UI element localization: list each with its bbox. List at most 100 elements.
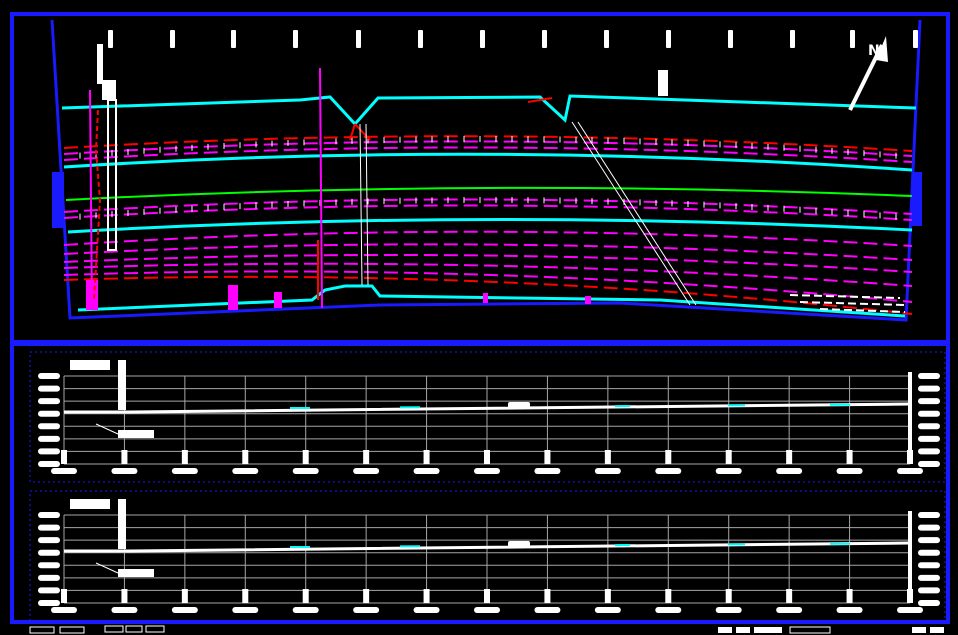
north-arrow-icon: N (848, 36, 888, 111)
profile-view (29, 351, 946, 483)
elevation-label-right (918, 410, 940, 417)
station-post (846, 450, 853, 464)
station-post (786, 589, 793, 603)
title-cell-8 (754, 627, 782, 633)
elevation-label-left (38, 448, 60, 455)
station-post (302, 450, 309, 464)
station-post (181, 589, 188, 603)
station-label (292, 468, 319, 474)
elevation-label-right (918, 385, 940, 392)
station-post (363, 450, 370, 464)
station-label (413, 468, 440, 474)
station-post (61, 450, 67, 464)
bottom-edge-line (77, 284, 906, 318)
profile-end-post (908, 372, 912, 464)
station-post (544, 589, 551, 603)
elevation-label-right (918, 448, 940, 455)
elevation-label-left (38, 524, 60, 531)
station-post (786, 450, 793, 464)
station-post (61, 589, 67, 603)
station-label (171, 468, 198, 474)
station-post (121, 589, 128, 603)
title-cell-10 (912, 627, 926, 633)
station-post (363, 589, 370, 603)
lane-dash-line (63, 140, 913, 157)
station-label (594, 468, 621, 474)
leader-line (95, 562, 119, 574)
title-cell-1 (29, 626, 55, 634)
sheet-marker (170, 30, 175, 48)
station-ticks (79, 136, 897, 220)
elevation-label-right (918, 574, 940, 581)
lane-dash-line (63, 275, 913, 315)
station-label (776, 468, 803, 474)
profile-grade-line (64, 541, 911, 553)
station-label (51, 607, 77, 613)
sheet-marker (604, 30, 609, 48)
sheet-marker (356, 30, 361, 48)
station-post (423, 450, 430, 464)
station-label (836, 607, 863, 613)
red-utility-vertical (93, 109, 102, 301)
magenta-block-1 (86, 280, 98, 310)
lane-dash-line (63, 243, 913, 261)
sheet-index-markers (108, 30, 918, 48)
elevation-label-left (38, 410, 60, 417)
elevation-label-left (38, 385, 60, 392)
magenta-block-5 (585, 296, 591, 304)
elevation-label-right (918, 587, 940, 594)
elevation-label-left (38, 435, 60, 442)
station-post (604, 450, 611, 464)
plan-view: N (50, 19, 922, 322)
sheet-marker (542, 30, 547, 48)
north-arrow-label: N (868, 43, 880, 59)
red-notch-2 (354, 123, 371, 141)
white-pipe-1a (359, 123, 363, 286)
title-cell-9 (789, 626, 831, 634)
profile-frame (29, 490, 946, 622)
title-cell-5 (145, 625, 165, 633)
elevation-label-right (918, 562, 940, 569)
white-block (102, 80, 116, 100)
title-block (29, 625, 944, 634)
station-post (302, 589, 309, 603)
magenta-block-3 (274, 292, 282, 308)
sheet-marker (480, 30, 485, 48)
station-label (715, 468, 742, 474)
profile-view (29, 490, 946, 622)
title-cell-7 (736, 627, 750, 633)
sheet-border (10, 12, 950, 624)
station-post (484, 450, 490, 464)
lane-dash-line (63, 135, 913, 152)
station-label (232, 468, 259, 474)
station-label (897, 607, 923, 613)
station-label (353, 607, 380, 613)
elevation-label-left (38, 373, 60, 379)
sheet-marker (790, 30, 795, 48)
station-label (534, 607, 561, 613)
elevation-label-right (918, 398, 940, 405)
station-label (111, 607, 138, 613)
station-label (594, 607, 621, 613)
top-edge-line (61, 94, 917, 127)
elevation-label-right (918, 537, 940, 544)
station-label (51, 468, 77, 474)
lane-dash-line (63, 204, 913, 221)
sheet-marker (850, 30, 855, 48)
white-building (658, 70, 668, 96)
lane-dash-line (63, 270, 913, 303)
upper-curb-line (63, 152, 913, 172)
elevation-label-right (918, 524, 940, 531)
station-post (846, 589, 853, 603)
profile-end-post (908, 511, 912, 603)
station-post (121, 450, 128, 464)
station-label (534, 468, 561, 474)
station-post (604, 589, 611, 603)
lane-dash-line (63, 253, 913, 273)
station-post (544, 450, 551, 464)
lane-dash-line (63, 230, 913, 247)
red-notch-1 (349, 123, 356, 141)
sheet-marker (108, 30, 113, 48)
leader-label (118, 430, 154, 438)
